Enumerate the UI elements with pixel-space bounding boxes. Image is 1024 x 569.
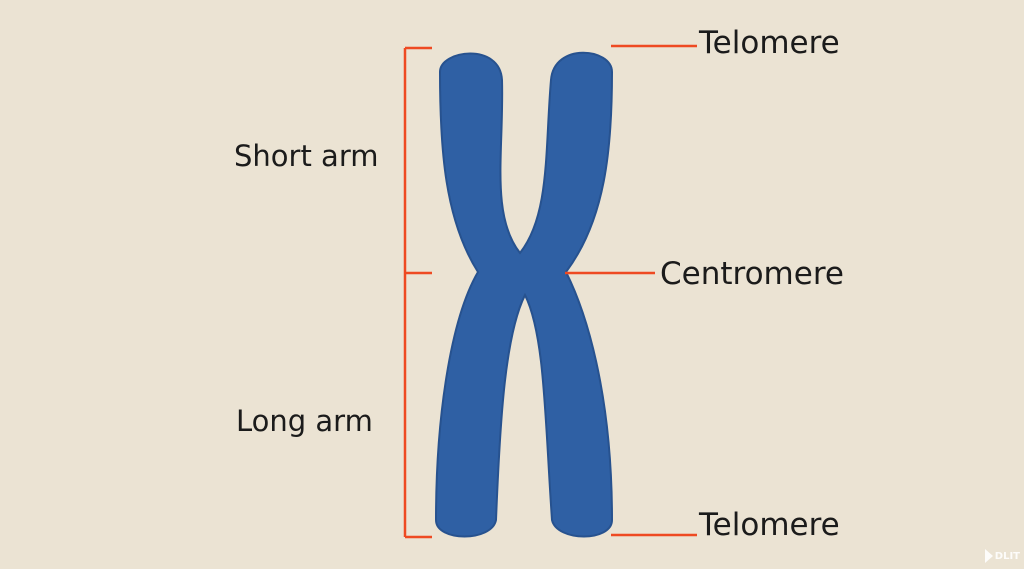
chromosome-shape (434, 51, 614, 538)
telomere-top-label: Telomere (699, 25, 840, 61)
watermark-logo: DLIT (984, 549, 1020, 563)
arm-bracket (403, 46, 432, 539)
telomere-bottom-label: Telomere (699, 507, 840, 543)
long-arm-label: Long arm (236, 404, 373, 438)
centromere-label: Centromere (660, 256, 844, 292)
short-arm-label: Short arm (234, 139, 379, 173)
play-triangle-icon (984, 549, 993, 563)
watermark-text: DLIT (994, 550, 1020, 562)
